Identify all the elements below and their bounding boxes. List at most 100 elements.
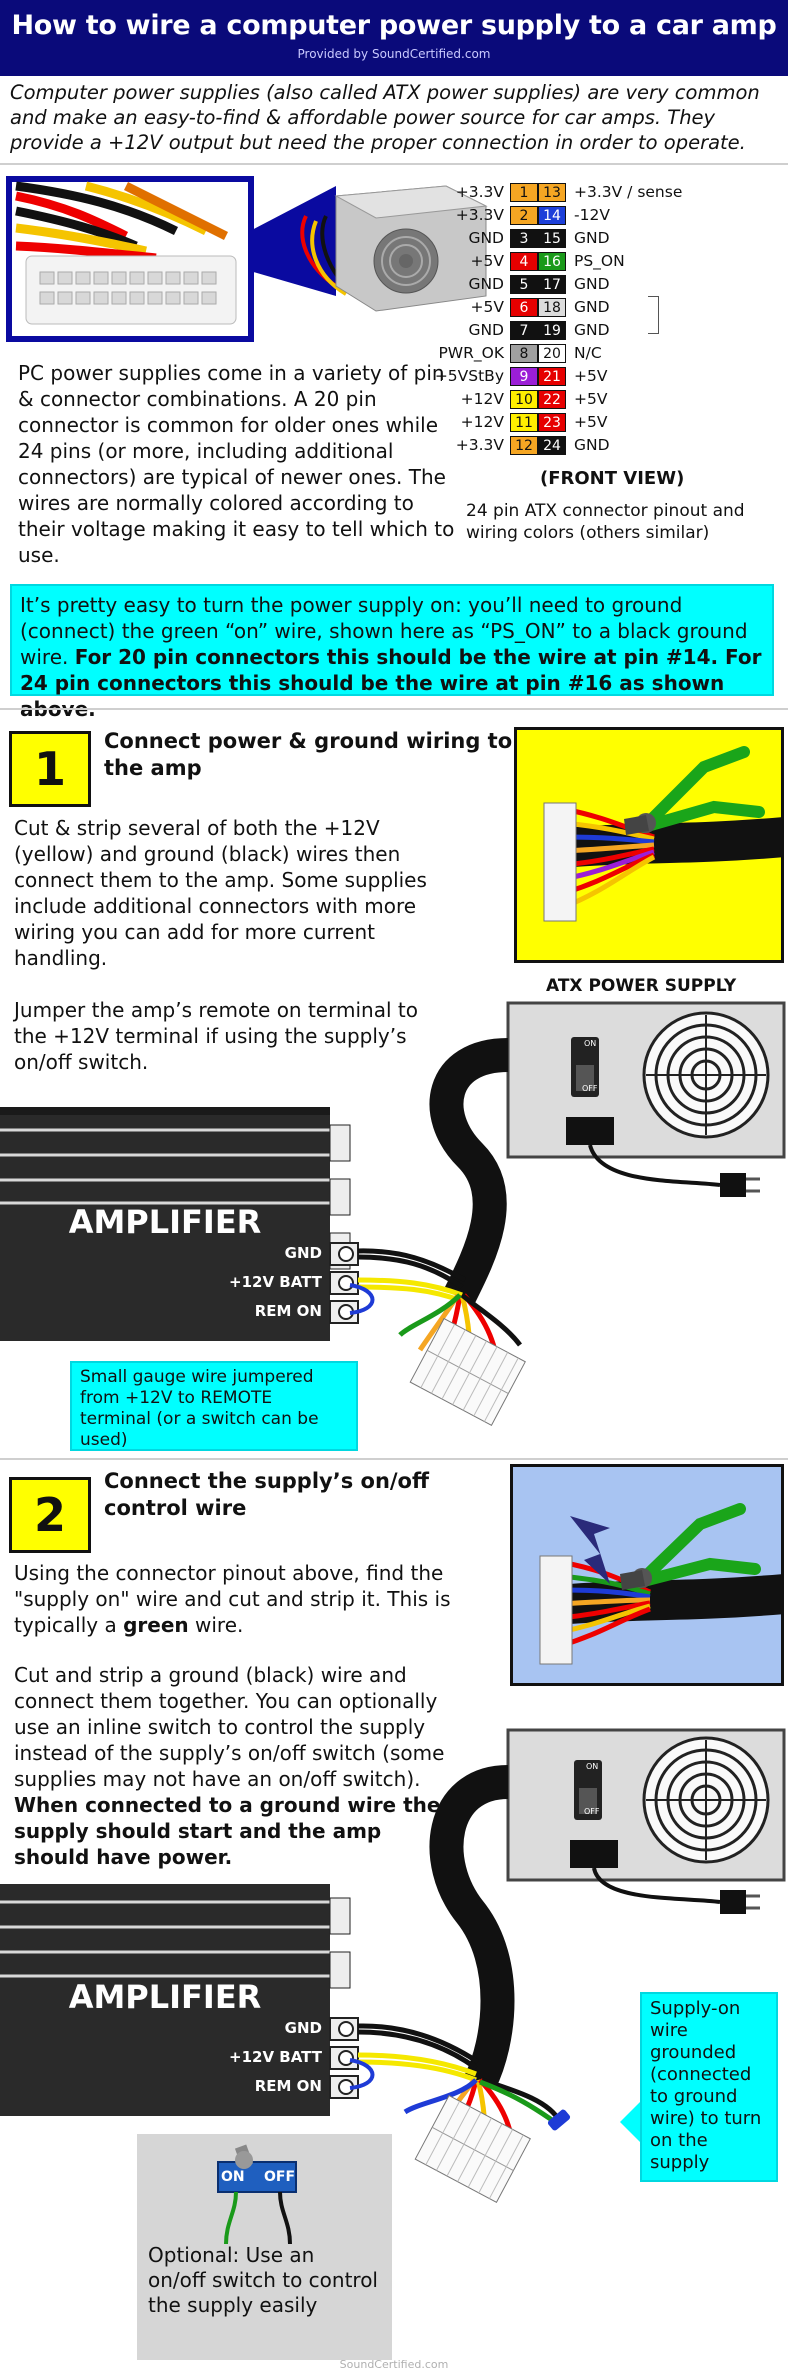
- connector-housing: [25, 255, 237, 325]
- pin-right-label: +5V: [574, 413, 608, 431]
- pin-number-box: 3: [510, 229, 538, 248]
- psu-cord-outlet: [566, 1117, 614, 1145]
- pin-left-label: +5V: [470, 252, 504, 270]
- pin-left-label: +12V: [460, 390, 504, 408]
- pin-number-box: 20: [538, 344, 566, 363]
- pin-number-box: 6: [510, 298, 538, 317]
- pin-number-box: 21: [538, 367, 566, 386]
- step-2-heading: Connect the supply’s on/off control wire: [104, 1469, 429, 1520]
- step-1-heading: Connect power & ground wiring to the amp: [104, 729, 513, 780]
- power-plug: [720, 1890, 746, 1914]
- optional-switch-note: Optional: Use an on/off switch to contro…: [148, 2243, 378, 2317]
- jumper-note: Small gauge wire jumpered from +12V to R…: [70, 1361, 358, 1451]
- pin-number-box: 5: [510, 275, 538, 294]
- pc-supply-text: PC power supplies come in a variety of p…: [18, 361, 455, 567]
- front-view-label: (FRONT VIEW): [540, 468, 685, 489]
- divider: [0, 163, 788, 165]
- pin-left-label: GND: [468, 275, 504, 293]
- page-title: How to wire a computer power supply to a…: [11, 10, 777, 41]
- step-1-cutter-inset: [514, 727, 784, 963]
- step-1-text-b: Jumper the amp’s remote on terminal to t…: [14, 998, 418, 1074]
- pin-right-label: PS_ON: [574, 252, 625, 270]
- pin-number-box: 24: [538, 436, 566, 455]
- turn-on-note: It’s pretty easy to turn the power suppl…: [10, 584, 774, 721]
- pin-right-label: GND: [574, 275, 610, 293]
- pin-right-label: GND: [574, 229, 610, 247]
- atx-connector: [409, 1317, 526, 1426]
- pin-right-label: +3.3V / sense: [574, 183, 683, 201]
- ground-bracket: [648, 296, 659, 334]
- pin-left-label: GND: [468, 229, 504, 247]
- wire-connector: [547, 2109, 571, 2131]
- turn-on-bold-text: For 20 pin connectors this should be the…: [20, 645, 762, 721]
- psu-title: ATX POWER SUPPLY: [546, 976, 737, 996]
- psu-cable: [429, 1038, 509, 1303]
- step-1-wiring-diagram: AMPLIFIER GND +12V BATT REM ON: [0, 1001, 786, 1426]
- toggle-switch: [217, 2161, 297, 2193]
- pin-number-box: 19: [538, 321, 566, 340]
- divider: [0, 708, 788, 710]
- divider: [0, 1458, 788, 1460]
- footer-credit: SoundCertified.com: [339, 2358, 449, 2371]
- rem-terminal-label: REM ON: [255, 1302, 322, 1320]
- pin-number-box: 1: [510, 183, 538, 202]
- pin-number-box: 2: [510, 206, 538, 225]
- pin-right-label: GND: [574, 436, 610, 454]
- pin-number-box: 14: [538, 206, 566, 225]
- pin-right-label: +5V: [574, 390, 608, 408]
- amplifier-body: [0, 1884, 330, 2116]
- pin-number-box: 10: [510, 390, 538, 409]
- toggle-off-label: OFF: [264, 2169, 296, 2185]
- pin-left-label: +3.3V: [455, 206, 504, 224]
- pin-right-label: GND: [574, 321, 610, 339]
- pin-number-box: 7: [510, 321, 538, 340]
- 12v-terminal-label: +12V BATT: [229, 1273, 323, 1291]
- step-2-text-a: Using the connector pinout above, find t…: [14, 1561, 451, 1637]
- pin-left-label: +5VStBy: [434, 367, 504, 385]
- pin-number-box: 22: [538, 390, 566, 409]
- inset-connector: [543, 802, 577, 922]
- pin-right-label: N/C: [574, 344, 602, 362]
- amplifier-label: AMPLIFIER: [69, 1203, 262, 1241]
- credit-line: Provided by SoundCertified.com: [297, 47, 491, 61]
- pin-right-label: +5V: [574, 367, 608, 385]
- intro-text: Computer power supplies (also called ATX…: [10, 81, 760, 154]
- inset-pliers: [624, 746, 765, 835]
- step-2-text-b: Cut and strip a ground (black) wire and …: [14, 1663, 445, 1869]
- toggle-on-label: ON: [221, 2169, 245, 2185]
- 12v-terminal-label: +12V BATT: [229, 2048, 323, 2066]
- step-2-badge: 2: [9, 1477, 91, 1553]
- pin-left-label: +3.3V: [455, 183, 504, 201]
- pin-number-box: 17: [538, 275, 566, 294]
- pin-number-box: 9: [510, 367, 538, 386]
- amplifier-label: AMPLIFIER: [69, 1978, 262, 2016]
- pin-left-label: PWR_OK: [438, 344, 504, 362]
- pin-number-box: 4: [510, 252, 538, 271]
- callout-pointer: [620, 2102, 640, 2142]
- pin-right-label: GND: [574, 298, 610, 316]
- psu-switch-off-label: OFF: [582, 1084, 598, 1093]
- turn-on-text: It’s pretty easy to turn the power suppl…: [20, 593, 748, 669]
- ps-on-wire: [479, 2079, 557, 2125]
- psu-photo: [300, 185, 488, 312]
- gnd-terminal-label: GND: [285, 1244, 322, 1262]
- pin-number-box: 23: [538, 413, 566, 432]
- pin-number-box: 13: [538, 183, 566, 202]
- psu-connector-photo: [6, 176, 488, 342]
- gnd-terminal-label: GND: [285, 2019, 322, 2037]
- step-2-cutter-inset: [510, 1464, 784, 1686]
- pin-number-box: 16: [538, 252, 566, 271]
- jumper-wire: [349, 1283, 375, 1315]
